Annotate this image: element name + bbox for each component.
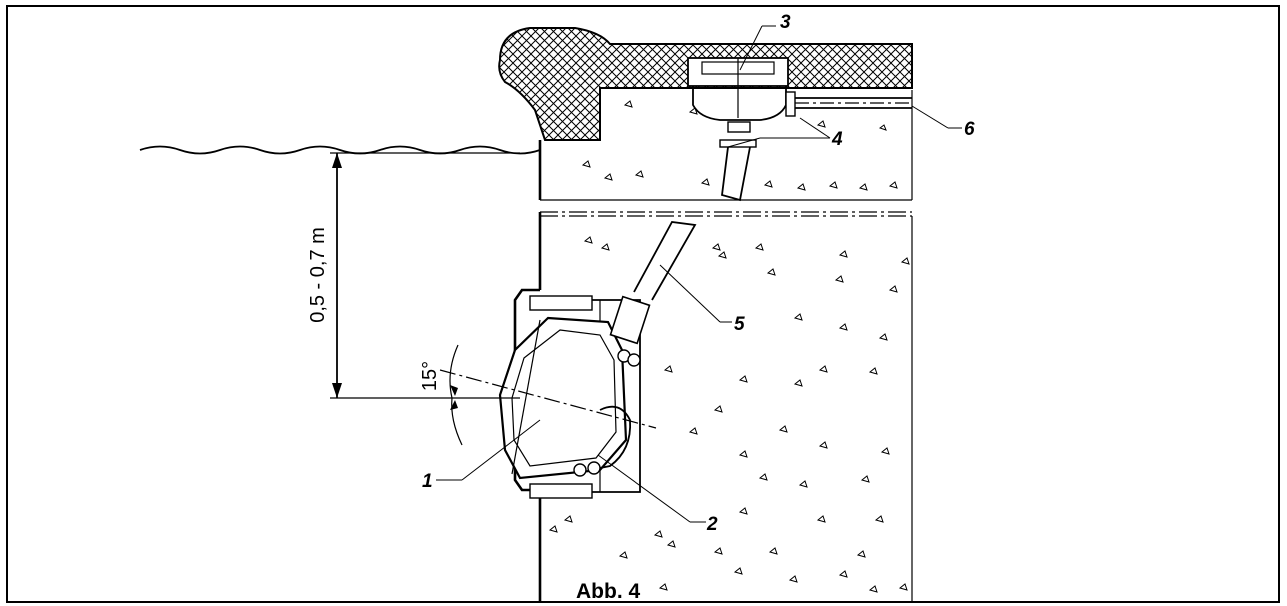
depth-dimension-label: 0,5 - 0,7 m [307,227,329,323]
depth-dimension [330,153,520,399]
luminaire [498,316,641,480]
pipe-6 [785,91,912,117]
cable [609,221,697,345]
pool-wall [538,90,913,602]
callout-4: 4 [831,129,843,150]
concrete-aggregate [548,100,910,593]
tilt-angle [449,344,463,446]
callout-5: 5 [734,314,745,335]
callout-6: 6 [964,119,975,140]
figure-border [6,5,1280,603]
figure-caption: Abb. 4 [576,580,640,603]
callout-2: 2 [706,514,718,535]
water-surface [139,145,541,155]
skimmer [687,57,789,202]
callout-3: 3 [780,12,791,33]
luminaire-axis [439,369,657,429]
callout-1: 1 [422,471,433,492]
leader-lines [436,25,962,523]
angle-label: 15° [419,361,441,391]
